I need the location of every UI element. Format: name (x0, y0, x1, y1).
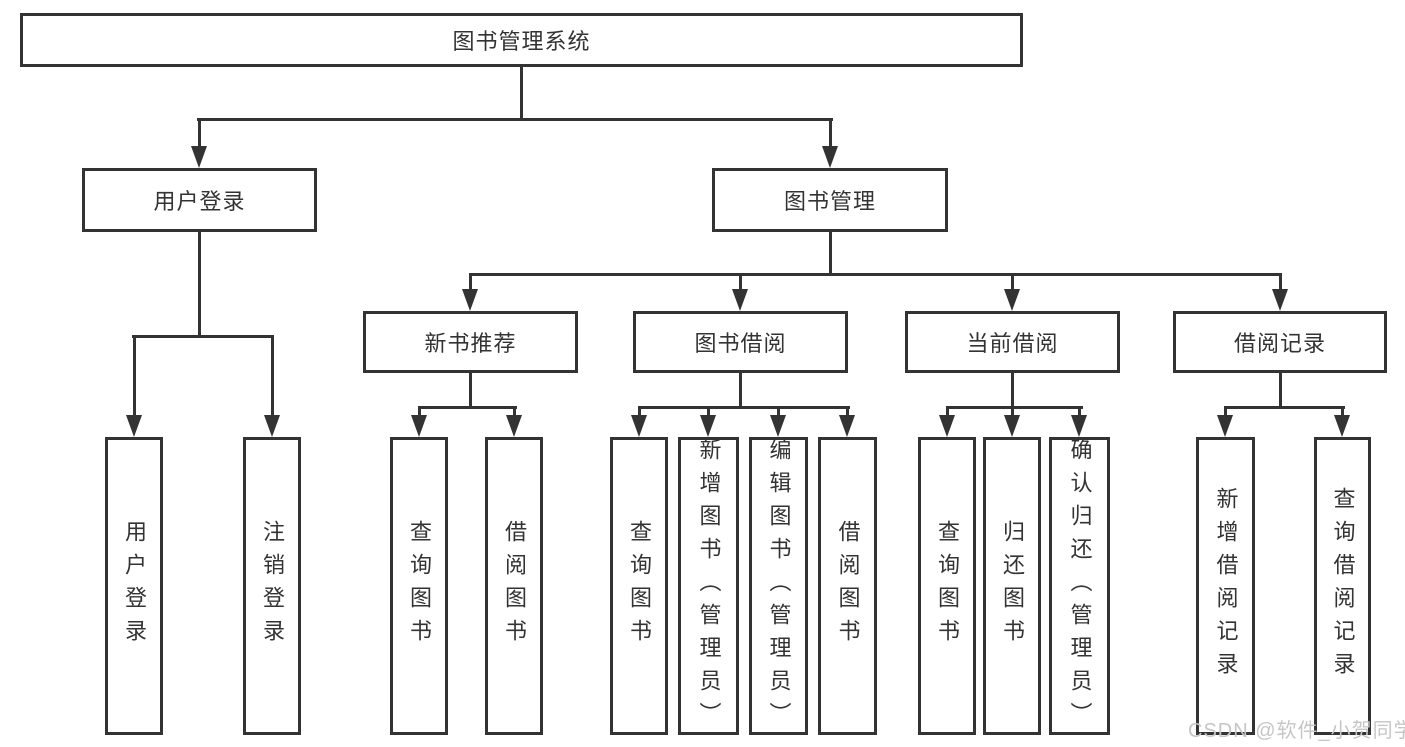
connector-line (132, 335, 274, 338)
leaf-user-login: 用户登录 (105, 437, 163, 735)
node-new-book-recommend: 新书推荐 (363, 311, 578, 373)
arrowhead-down-icon (506, 415, 522, 437)
connector-line (1224, 406, 1227, 418)
leaf-label: 注销登录 (260, 520, 285, 652)
connector-line (1224, 406, 1345, 409)
leaf-label: 借阅图书 (835, 520, 861, 652)
connector-line (197, 118, 833, 121)
arrowhead-down-icon (1071, 415, 1087, 437)
leaf-borrow-books-recommend: 借阅图书 (485, 437, 543, 735)
connector-line (638, 406, 641, 418)
arrowhead-down-icon (126, 415, 142, 437)
arrowhead-down-icon (839, 415, 855, 437)
leaf-add-book-admin: 新增图书（管理员） (678, 437, 739, 735)
connector-line (271, 335, 274, 417)
arrowhead-down-icon (1334, 415, 1350, 437)
leaf-label: 新增图书（管理员） (696, 437, 722, 735)
node-book-management: 图书管理 (712, 168, 948, 232)
leaf-logout: 注销登录 (243, 437, 301, 735)
connector-line (198, 232, 201, 338)
leaf-label: 归还图书 (1000, 520, 1025, 652)
arrowhead-down-icon (822, 146, 838, 168)
leaf-label: 查询借阅记录 (1330, 487, 1356, 685)
leaf-edit-book-admin: 编辑图书（管理员） (749, 437, 808, 735)
connector-line (1011, 276, 1014, 291)
leaf-label: 查询图书 (935, 520, 960, 652)
node-library-system: 图书管理系统 (20, 13, 1023, 67)
leaf-label: 查询图书 (407, 520, 432, 652)
leaf-query-books-borrowing: 查询图书 (610, 437, 668, 735)
arrowhead-down-icon (939, 415, 955, 437)
connector-line (198, 118, 201, 148)
connector-line (469, 273, 1282, 276)
connector-line (946, 406, 949, 418)
node-book-borrowing: 图书借阅 (633, 311, 848, 373)
leaf-label: 用户登录 (122, 520, 147, 652)
arrowhead-down-icon (191, 146, 207, 168)
arrowhead-down-icon (631, 415, 647, 437)
connector-line (829, 232, 832, 276)
leaf-return-books: 归还图书 (983, 437, 1041, 735)
arrowhead-down-icon (770, 415, 786, 437)
arrowhead-down-icon (1004, 415, 1020, 437)
connector-line (1279, 276, 1282, 291)
node-current-borrowing: 当前借阅 (905, 311, 1120, 373)
connector-line (707, 406, 710, 418)
arrowhead-down-icon (700, 415, 716, 437)
connector-line (1078, 406, 1081, 418)
connector-line (418, 406, 517, 409)
leaf-query-books-current: 查询图书 (918, 437, 976, 735)
connector-line (1341, 406, 1344, 418)
connector-line (513, 406, 516, 418)
leaf-label: 新增借阅记录 (1213, 487, 1239, 685)
connector-line (829, 118, 832, 148)
arrowhead-down-icon (732, 289, 748, 311)
leaf-query-books-recommend: 查询图书 (390, 437, 448, 735)
leaf-borrow-books: 借阅图书 (818, 437, 877, 735)
arrowhead-down-icon (264, 415, 280, 437)
leaf-label: 确认归还（管理员） (1067, 437, 1093, 735)
connector-line (1011, 373, 1014, 409)
connector-line (638, 406, 850, 409)
connector-line (777, 406, 780, 418)
node-user-login: 用户登录 (82, 168, 317, 232)
arrowhead-down-icon (1004, 289, 1020, 311)
connector-line (418, 406, 421, 418)
connector-line (1011, 406, 1014, 418)
connector-line (133, 335, 136, 417)
connector-line (739, 276, 742, 291)
csdn-watermark: CSDN @软件_小贺同学 (1188, 720, 1405, 742)
connector-line (469, 276, 472, 291)
leaf-confirm-return-admin: 确认归还（管理员） (1049, 437, 1110, 735)
arrowhead-down-icon (462, 289, 478, 311)
leaf-label: 查询图书 (627, 520, 652, 652)
arrowhead-down-icon (1272, 289, 1288, 311)
leaf-add-borrow-record: 新增借阅记录 (1196, 437, 1255, 735)
leaf-label: 编辑图书（管理员） (766, 437, 792, 735)
connector-line (520, 66, 523, 121)
connector-line (739, 373, 742, 409)
connector-line (946, 406, 1083, 409)
arrowhead-down-icon (411, 415, 427, 437)
arrowhead-down-icon (1217, 415, 1233, 437)
connector-line (469, 373, 472, 409)
node-borrowing-records: 借阅记录 (1173, 311, 1387, 373)
connector-line (1279, 373, 1282, 409)
connector-line (846, 406, 849, 418)
leaf-label: 借阅图书 (502, 520, 527, 652)
leaf-query-borrow-record: 查询借阅记录 (1314, 437, 1371, 735)
